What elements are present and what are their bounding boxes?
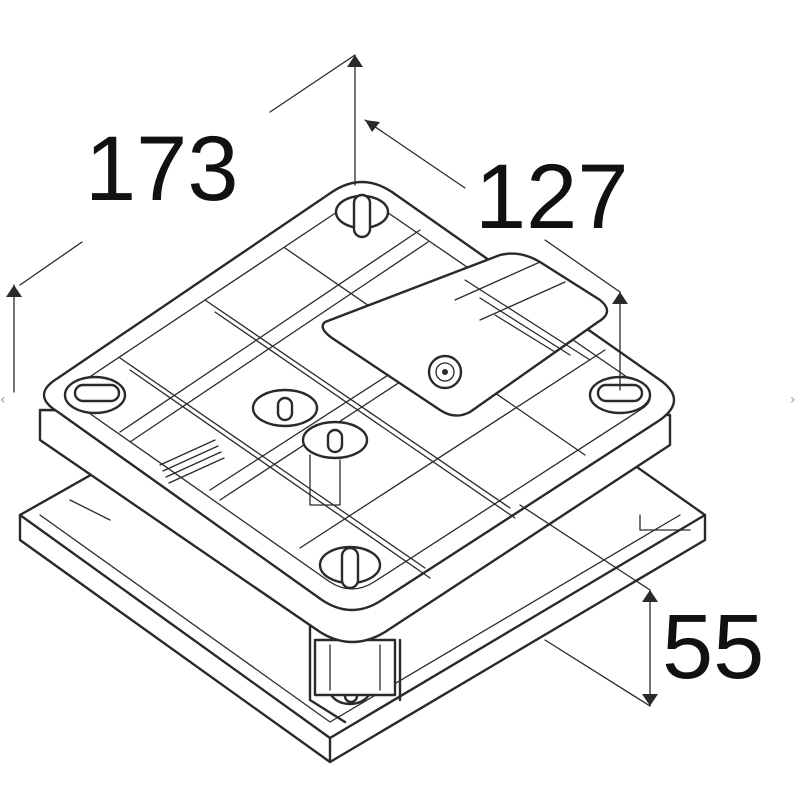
dimension-173	[6, 54, 363, 393]
prev-arrow-icon[interactable]: ‹	[0, 392, 6, 408]
dimension-label-depth: 127	[475, 146, 629, 248]
label-pad	[321, 252, 609, 417]
dimension-55	[519, 504, 658, 707]
grip-marks	[159, 439, 225, 484]
next-arrow-icon[interactable]: ›	[790, 392, 796, 408]
column	[308, 618, 402, 724]
dimension-127	[364, 119, 628, 391]
dimension-label-height: 55	[662, 596, 764, 698]
dimension-label-width: 173	[85, 118, 239, 220]
